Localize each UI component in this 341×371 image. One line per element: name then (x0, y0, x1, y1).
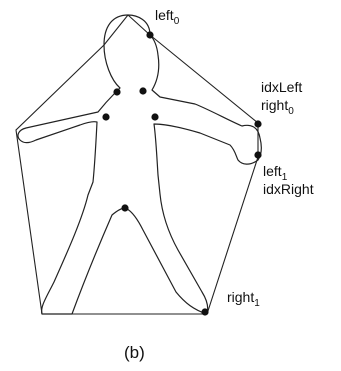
point-idxleft-right0 (254, 120, 262, 128)
hull-outline (15, 34, 259, 315)
point-left0 (146, 31, 154, 39)
point-neck-right (139, 87, 147, 95)
label-right0: right0 (261, 97, 294, 117)
point-left1-idxright (254, 151, 262, 159)
label-idxright: idxRight (263, 181, 314, 197)
point-right1 (201, 308, 209, 316)
figure-caption: (b) (124, 343, 145, 362)
point-shoulder-left (102, 113, 110, 121)
label-idxleft: idxLeft (261, 79, 302, 95)
label-left0: left0 (155, 7, 180, 27)
hull-top-edge (103, 14, 129, 46)
point-shoulder-right (151, 113, 159, 121)
hull-top-edge-right (127, 14, 151, 36)
point-crotch (121, 204, 129, 212)
figure-silhouette (17, 14, 262, 315)
label-right1: right1 (227, 289, 260, 309)
point-neck-left (113, 88, 121, 96)
label-left1: left1 (263, 163, 288, 183)
